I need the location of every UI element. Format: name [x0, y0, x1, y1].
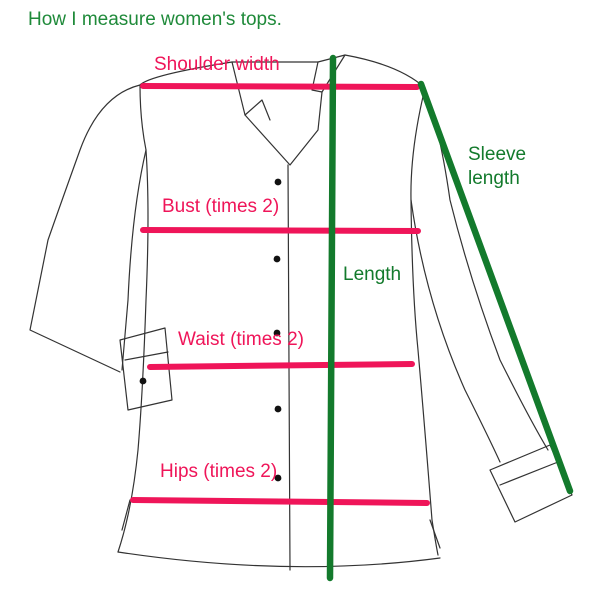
hips-label: Hips (times 2) [160, 461, 278, 482]
shoulder-width-label: Shoulder width [154, 54, 280, 75]
waist-line [147, 361, 415, 370]
waist-label: Waist (times 2) [178, 329, 304, 350]
sleeve-length-line [417, 80, 574, 495]
length-line [326, 54, 337, 582]
sleeve-length-label: Sleeve length [468, 143, 558, 191]
shoulder-width-line [140, 83, 420, 90]
shirt-body-left [117, 84, 149, 553]
shirt-hem [117, 551, 441, 568]
bust-label: Bust (times 2) [162, 196, 280, 217]
button-dot [273, 329, 281, 337]
length-label: Length [343, 264, 402, 285]
cuff-button-dot [139, 377, 147, 385]
button-dot [274, 474, 282, 482]
sleeve-label-line-1: Sleeve [468, 144, 527, 165]
cuff-right [489, 444, 573, 523]
button-dot [273, 255, 281, 263]
cuff-left [119, 327, 173, 411]
shirt-body-right [410, 87, 439, 556]
bust-line [140, 227, 421, 234]
button-dot [274, 178, 282, 186]
button-dot [274, 405, 282, 413]
sleeve-label-line-2: length [468, 168, 520, 189]
sleeve-left [29, 84, 141, 373]
hips-line [130, 497, 430, 506]
diagram-title: How I measure women's tops. [28, 9, 282, 30]
